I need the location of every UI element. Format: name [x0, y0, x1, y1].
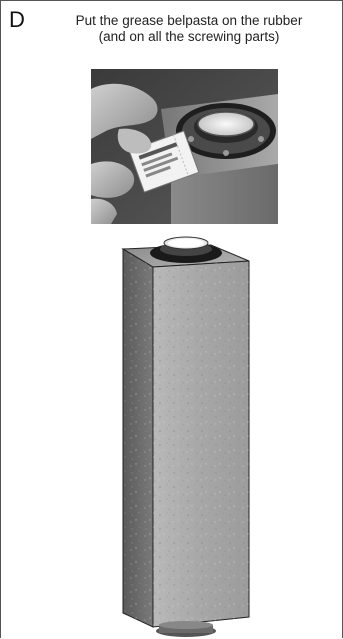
stone-column-illustration: [101, 231, 271, 639]
step-letter: D: [9, 7, 25, 33]
instruction-line-1: Put the grease belpasta on the rubber: [49, 13, 329, 29]
grease-application-photo: [91, 69, 278, 224]
instruction-line-2: (and on all the screwing parts): [49, 29, 329, 45]
step-instruction: Put the grease belpasta on the rubber (a…: [49, 13, 329, 45]
